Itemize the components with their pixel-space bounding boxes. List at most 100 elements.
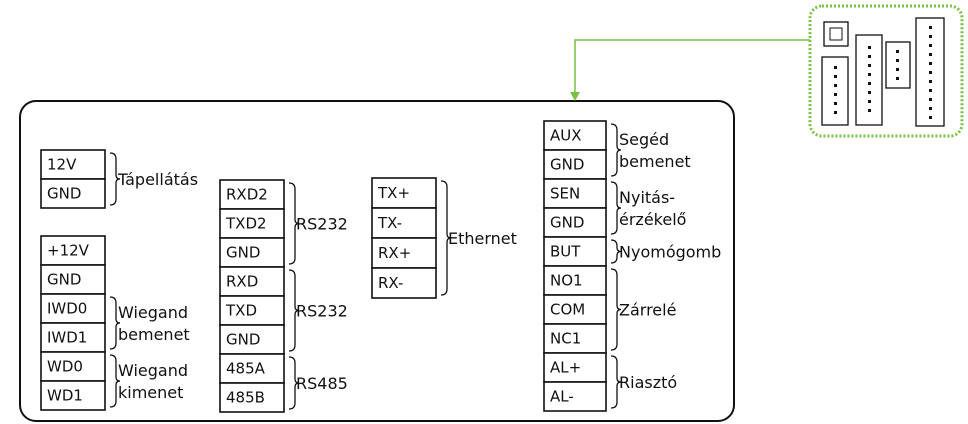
group-brace	[610, 181, 622, 235]
thumbnail-pin-dot	[896, 77, 899, 80]
group-label: Wiegand	[118, 303, 188, 322]
terminal-pin-label: IWD0	[47, 300, 87, 318]
terminal-pin-label: SEN	[550, 185, 580, 203]
terminal-pin: COM	[543, 294, 607, 325]
terminal-pin: SEN	[543, 178, 607, 209]
terminal-pin: GND	[543, 149, 607, 180]
terminal-pin-label: IWD1	[47, 329, 87, 347]
terminal-pin-label: TXD	[225, 302, 257, 320]
serial-terminal-block: RXD2TXD2GNDRXDTXDGND485A485BRS232RS232RS…	[219, 179, 348, 413]
terminal-pin: GND	[219, 324, 285, 355]
group-label: Tápellátás	[117, 170, 198, 189]
terminal-pin: NC1	[543, 323, 607, 354]
group-brace	[109, 152, 121, 206]
group-label: Segéd	[619, 130, 669, 149]
group-brace	[610, 268, 622, 351]
terminal-pin-label: 12V	[47, 156, 77, 174]
terminal-pin-label: RXD	[226, 273, 258, 291]
terminal-pin-label: 485B	[226, 389, 265, 407]
group-brace	[288, 269, 300, 352]
terminal-pin-label: GND	[47, 185, 81, 203]
group-label: RS232	[296, 302, 348, 321]
terminal-pin: 485A	[219, 353, 285, 384]
terminal-pin: IWD1	[40, 322, 106, 353]
thumbnail-pin-dot	[868, 91, 871, 94]
group-label: Wiegand	[118, 361, 188, 380]
terminal-pin: GND	[219, 237, 285, 268]
group-brace	[440, 180, 452, 296]
terminal-pin: WD0	[40, 351, 106, 382]
group-brace	[610, 355, 622, 409]
locator-arrowhead	[570, 92, 580, 101]
terminal-pin-box	[371, 267, 437, 299]
terminal-pin-box	[371, 237, 437, 269]
terminal-pin-label: TX-	[377, 214, 402, 232]
terminal-pin-label: BUT	[550, 243, 581, 261]
thumbnail-pin-dot	[868, 55, 871, 58]
thumbnail-pin-dot	[834, 102, 837, 105]
thumbnail-pin-dot	[896, 68, 899, 71]
terminal-pin-box	[40, 178, 106, 209]
terminal-pin-label: COM	[550, 301, 585, 319]
terminal-pin: GND	[40, 178, 106, 209]
control-terminal-block: AUXGNDSENGNDBUTNO1COMNC1AL+AL-Segédbemen…	[543, 120, 721, 412]
terminal-pin-box	[543, 294, 607, 325]
group-label: RS485	[296, 374, 348, 393]
terminal-pin-label: GND	[550, 214, 584, 232]
thumbnail-pin-dot	[929, 44, 932, 47]
thumbnail-pin-dot	[896, 59, 899, 62]
terminal-pin-box	[219, 382, 285, 413]
terminal-pin-label: GND	[47, 271, 81, 289]
terminal-pin: +12V	[40, 235, 106, 266]
terminal-pin-label: WD1	[47, 387, 83, 405]
terminal-pin-box	[543, 381, 607, 412]
terminal-pin: AL-	[543, 381, 607, 412]
terminal-pin: RXD	[219, 266, 285, 297]
thumbnail-connector-4pin	[885, 41, 911, 89]
thumbnail-pin-dot	[929, 80, 932, 83]
thumbnail-pin-dot	[896, 50, 899, 53]
terminal-pin-box	[543, 207, 607, 238]
terminal-pin-box	[40, 380, 106, 411]
thumbnail-pin-dot	[834, 66, 837, 69]
group-label: RS232	[296, 215, 348, 234]
group-brace	[610, 239, 622, 264]
group-label: kimenet	[118, 383, 183, 402]
terminal-pin: RX-	[371, 267, 437, 299]
thumbnail-pin-dot	[868, 109, 871, 112]
thumbnail-pin-dot	[929, 107, 932, 110]
terminal-pin: AL+	[543, 352, 607, 383]
terminal-pin: BUT	[543, 236, 607, 267]
thumbnail-outline	[808, 4, 964, 138]
locator-leader-line	[574, 39, 810, 95]
thumbnail-pin-dot	[834, 84, 837, 87]
terminal-pin-box	[40, 235, 106, 266]
thumbnail-pin-dot	[929, 53, 932, 56]
terminal-pin: WD1	[40, 380, 106, 411]
power-terminal-block: 12V GND Tápellátás	[40, 149, 198, 209]
group-label: Nyomógomb	[619, 243, 721, 262]
terminal-pin: TX+	[371, 177, 437, 209]
terminal-pin-box	[40, 293, 106, 324]
terminal-pin-box	[543, 323, 607, 354]
group-brace	[288, 356, 300, 410]
group-label: Nyitás-	[619, 188, 675, 207]
group-label: Ethernet	[448, 229, 517, 248]
group-label: bemenet	[118, 325, 190, 344]
thumbnail-pin-dot	[868, 46, 871, 49]
terminal-pin-label: RX-	[378, 274, 403, 292]
terminal-pin-label: RXD2	[226, 186, 268, 204]
group-brace	[109, 296, 121, 350]
terminal-pin-box	[543, 178, 607, 209]
thumbnail-pin-dot	[834, 111, 837, 114]
thumbnail-pin-dot	[868, 73, 871, 76]
terminal-pin: GND	[543, 207, 607, 238]
terminal-pin-box	[371, 177, 437, 209]
thumbnail-pin-dot	[929, 35, 932, 38]
thumbnail-pin-dot	[929, 71, 932, 74]
terminal-pin: AUX	[543, 120, 607, 151]
group-brace	[610, 123, 622, 177]
terminal-pin-label: GND	[550, 156, 584, 174]
thumbnail-pin-dot	[868, 82, 871, 85]
